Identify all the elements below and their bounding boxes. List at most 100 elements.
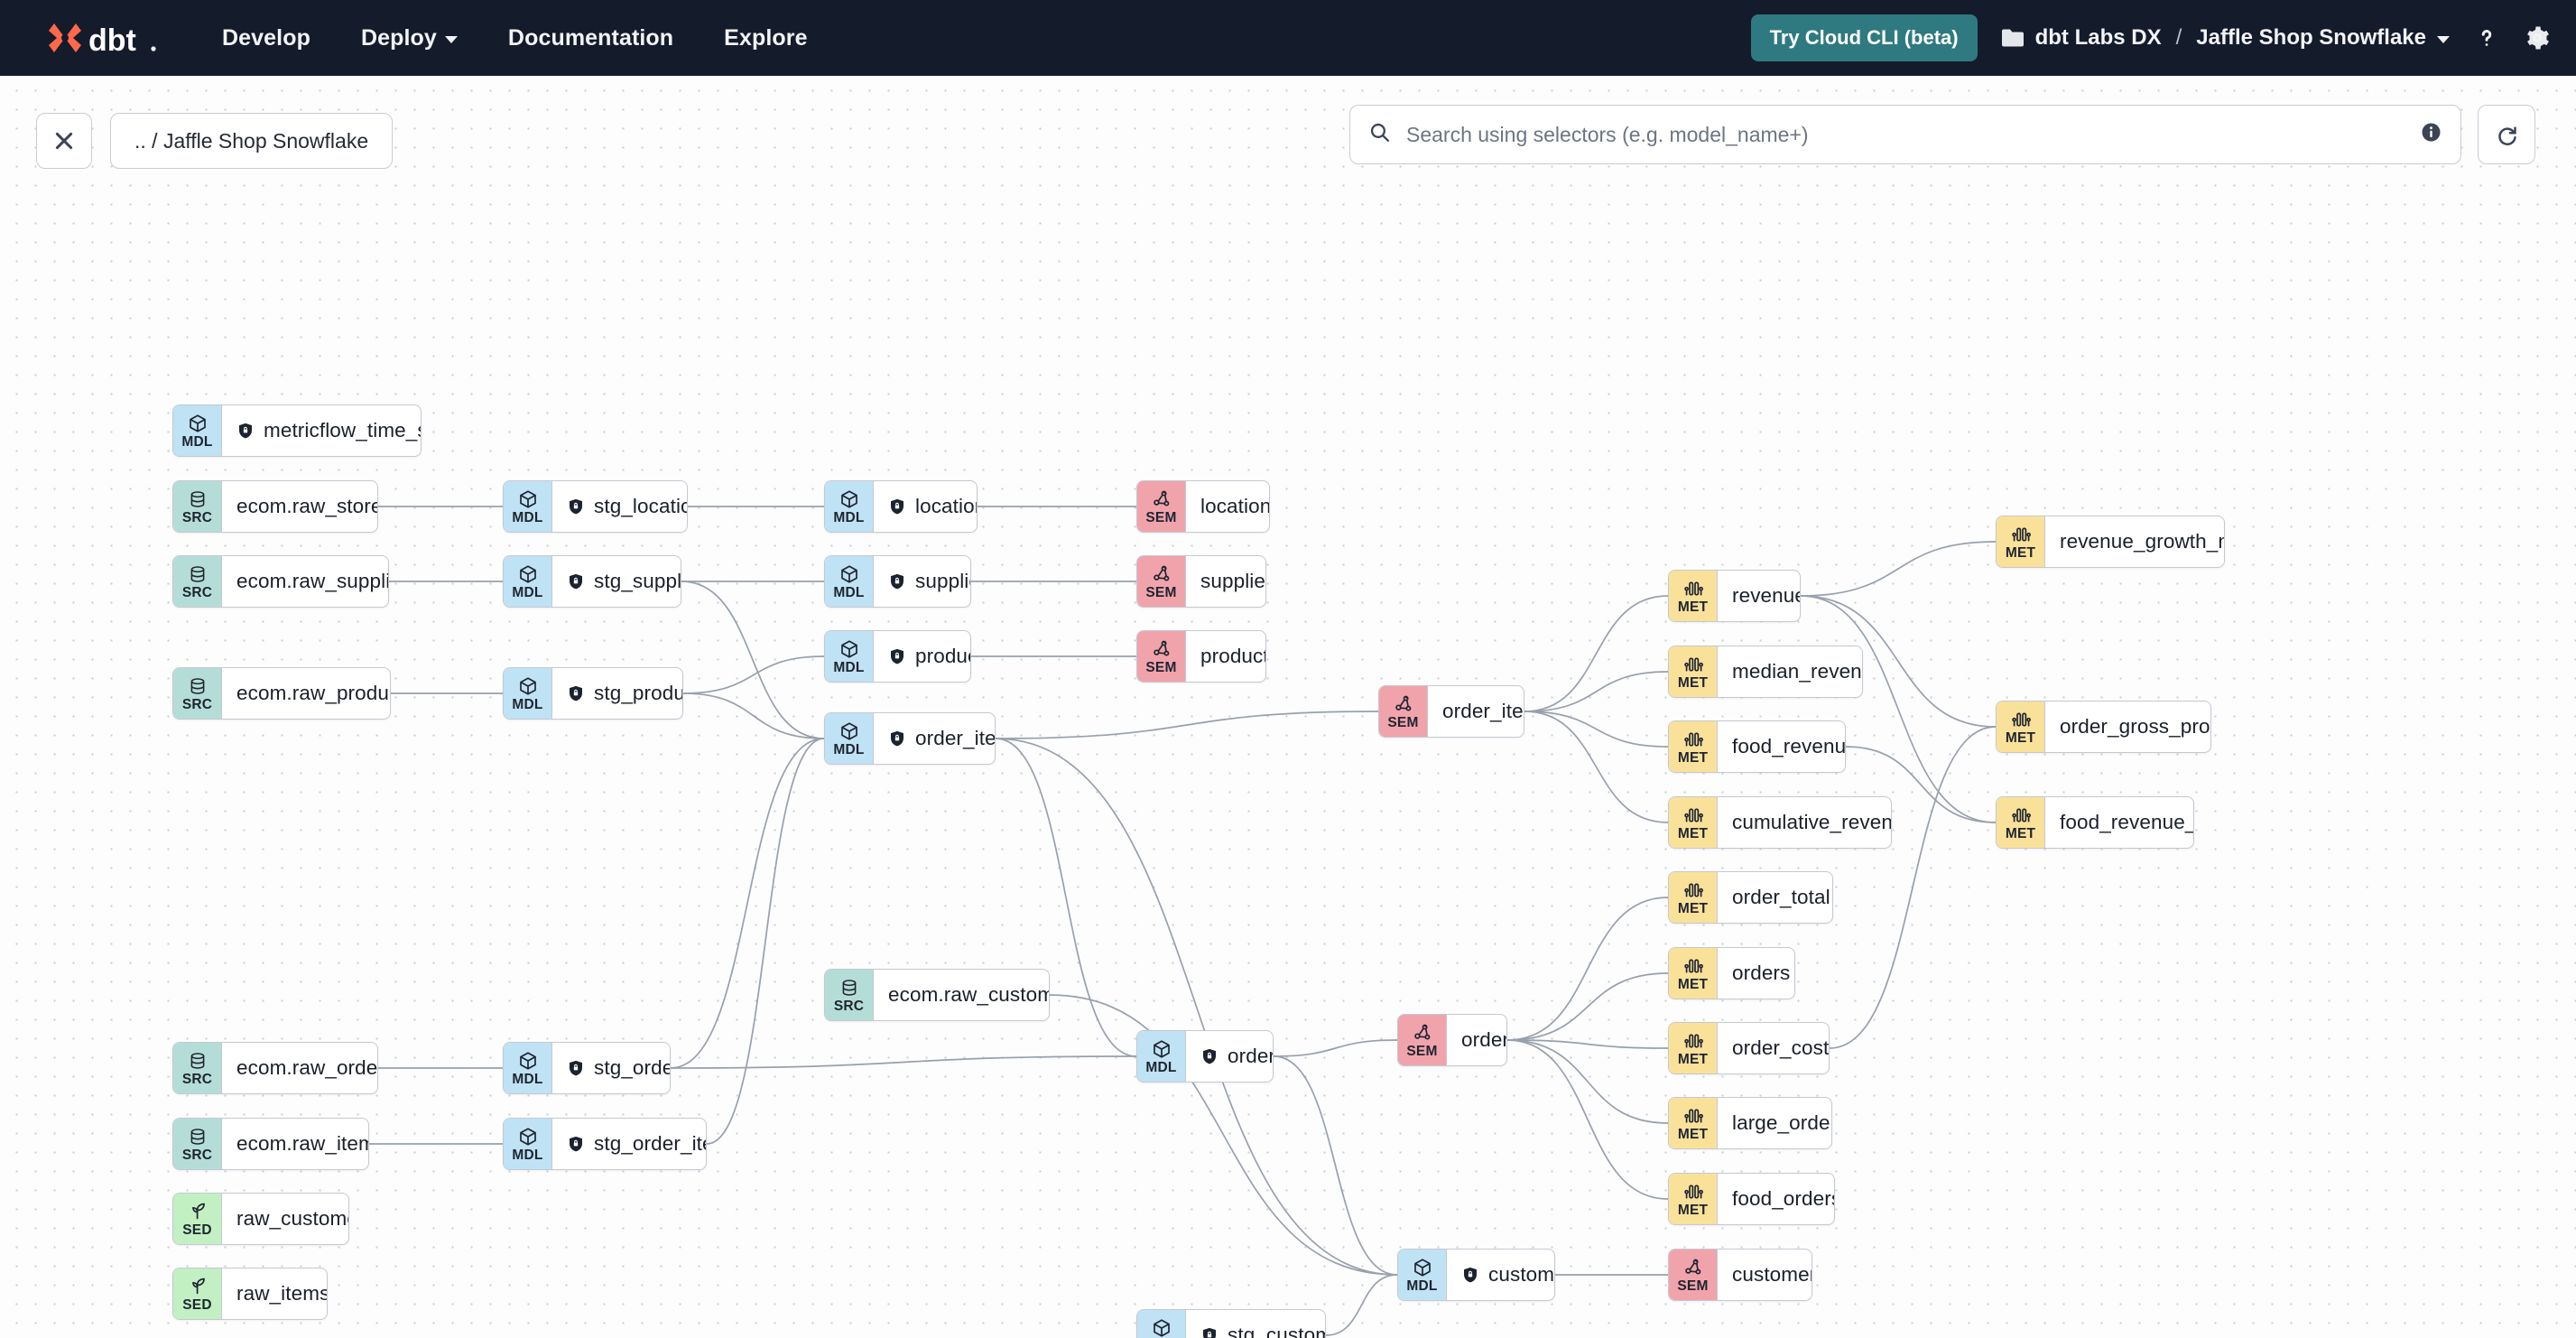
graph-node-sem_locations[interactable]: SEMlocations [1136,480,1270,533]
network-icon [1393,693,1414,715]
shield-lock-icon [567,572,585,590]
graph-toolbar: .. / Jaffle Shop Snowflake [0,105,2576,177]
graph-node-sem_supplies[interactable]: SEMsupplies [1136,555,1266,608]
node-type-code: SRC [833,998,865,1014]
graph-node-src_items[interactable]: SRC ecom.raw_items [172,1118,369,1170]
graph-node-mdl_customers[interactable]: MDLcustomers [1397,1249,1555,1301]
nav-link-deploy[interactable]: Deploy [361,25,458,51]
node-type-code: SEM [1145,509,1177,525]
mdl-badge: MDL [1398,1250,1447,1300]
node-body: median_revenue [1718,646,1862,697]
mdl-badge: MDL [504,1043,552,1093]
graph-node-sem_orders[interactable]: SEMorders [1397,1014,1507,1066]
node-label: revenue_growth_mom [2060,530,2224,553]
close-button[interactable] [36,113,92,169]
bar-chart-icon [1682,1030,1704,1052]
cube-icon [1151,1317,1172,1338]
node-body: stg_supplies [552,556,681,607]
chevron-down-icon [2437,36,2450,43]
node-label: stg_order_items [594,1132,706,1155]
try-cloud-cli-button[interactable]: Try Cloud CLI (beta) [1750,14,1978,61]
mdl-badge: MDL [1137,1031,1186,1082]
node-label: products [1200,645,1265,667]
account-project-breadcrumb[interactable]: dbt Labs DX / Jaffle Shop Snowflake [2001,25,2450,51]
nav-link-explore[interactable]: Explore [724,25,807,51]
shield-lock-icon [1461,1266,1479,1284]
nav-link-develop[interactable]: Develop [222,25,310,51]
graph-node-sem_customers[interactable]: SEMcustomers [1668,1249,1812,1301]
gear-icon[interactable] [2524,24,2551,51]
sem-badge: SEM [1137,481,1186,532]
shield-lock-icon [567,1059,585,1077]
nav-link-develop-label: Develop [222,24,310,51]
shield-lock-icon [567,497,585,516]
network-icon [1151,488,1172,510]
search-input[interactable] [1404,121,2406,148]
mdl-badge: MDL [504,1119,552,1169]
nav-link-documentation[interactable]: Documentation [508,25,673,51]
graph-node-sem_products[interactable]: SEMproducts [1136,630,1266,683]
node-body: large_order [1718,1098,1831,1148]
src-badge: SRC [825,970,874,1020]
refresh-button[interactable] [2478,105,2535,164]
graph-node-mdl_orders[interactable]: MDLorders [1136,1030,1274,1082]
node-body: locations [874,481,977,532]
network-icon [1412,1022,1433,1044]
node-body: order_cost [1718,1023,1829,1073]
info-icon[interactable] [2420,121,2442,148]
node-type-code: SEM [1387,714,1419,730]
dbt-logo-icon[interactable]: dbt [47,18,159,58]
graph-node-mdl_supplies[interactable]: MDLsupplies [824,555,971,608]
lineage-canvas[interactable]: MDLmetricflow_time_spineSRCecom.raw_stor… [0,76,2576,1338]
node-body: order_gross_profit [2045,702,2210,752]
node-label: median_revenue [1732,660,1862,683]
src-badge: SRC [173,1119,222,1169]
node-type-code: MET [1677,749,1709,766]
graph-node-stg_order_items[interactable]: MDL stg_order_items [503,1118,707,1170]
breadcrumb[interactable]: .. / Jaffle Shop Snowflake [110,113,394,169]
node-label: ecom.raw_supplies [236,570,388,592]
node-body: ecom.raw_stores [222,481,377,532]
lineage-edge [682,655,825,694]
node-label: food_revenue_pct [2060,811,2193,833]
node-label: ecom.raw_items [236,1132,368,1155]
node-body: supplies [874,556,970,607]
graph-node-mdl_locations[interactable]: MDLlocations [824,480,978,533]
sem-badge: SEM [1398,1015,1447,1065]
graph-node-mdl_products[interactable]: MDLproducts [824,630,971,683]
search-box[interactable] [1349,105,2461,164]
node-type-code: MDL [181,433,213,450]
database-icon [188,1050,208,1072]
database-icon [188,563,208,585]
help-icon[interactable] [2473,24,2500,51]
src-badge: SRC [173,1043,222,1093]
node-label: revenue [1732,584,1801,607]
